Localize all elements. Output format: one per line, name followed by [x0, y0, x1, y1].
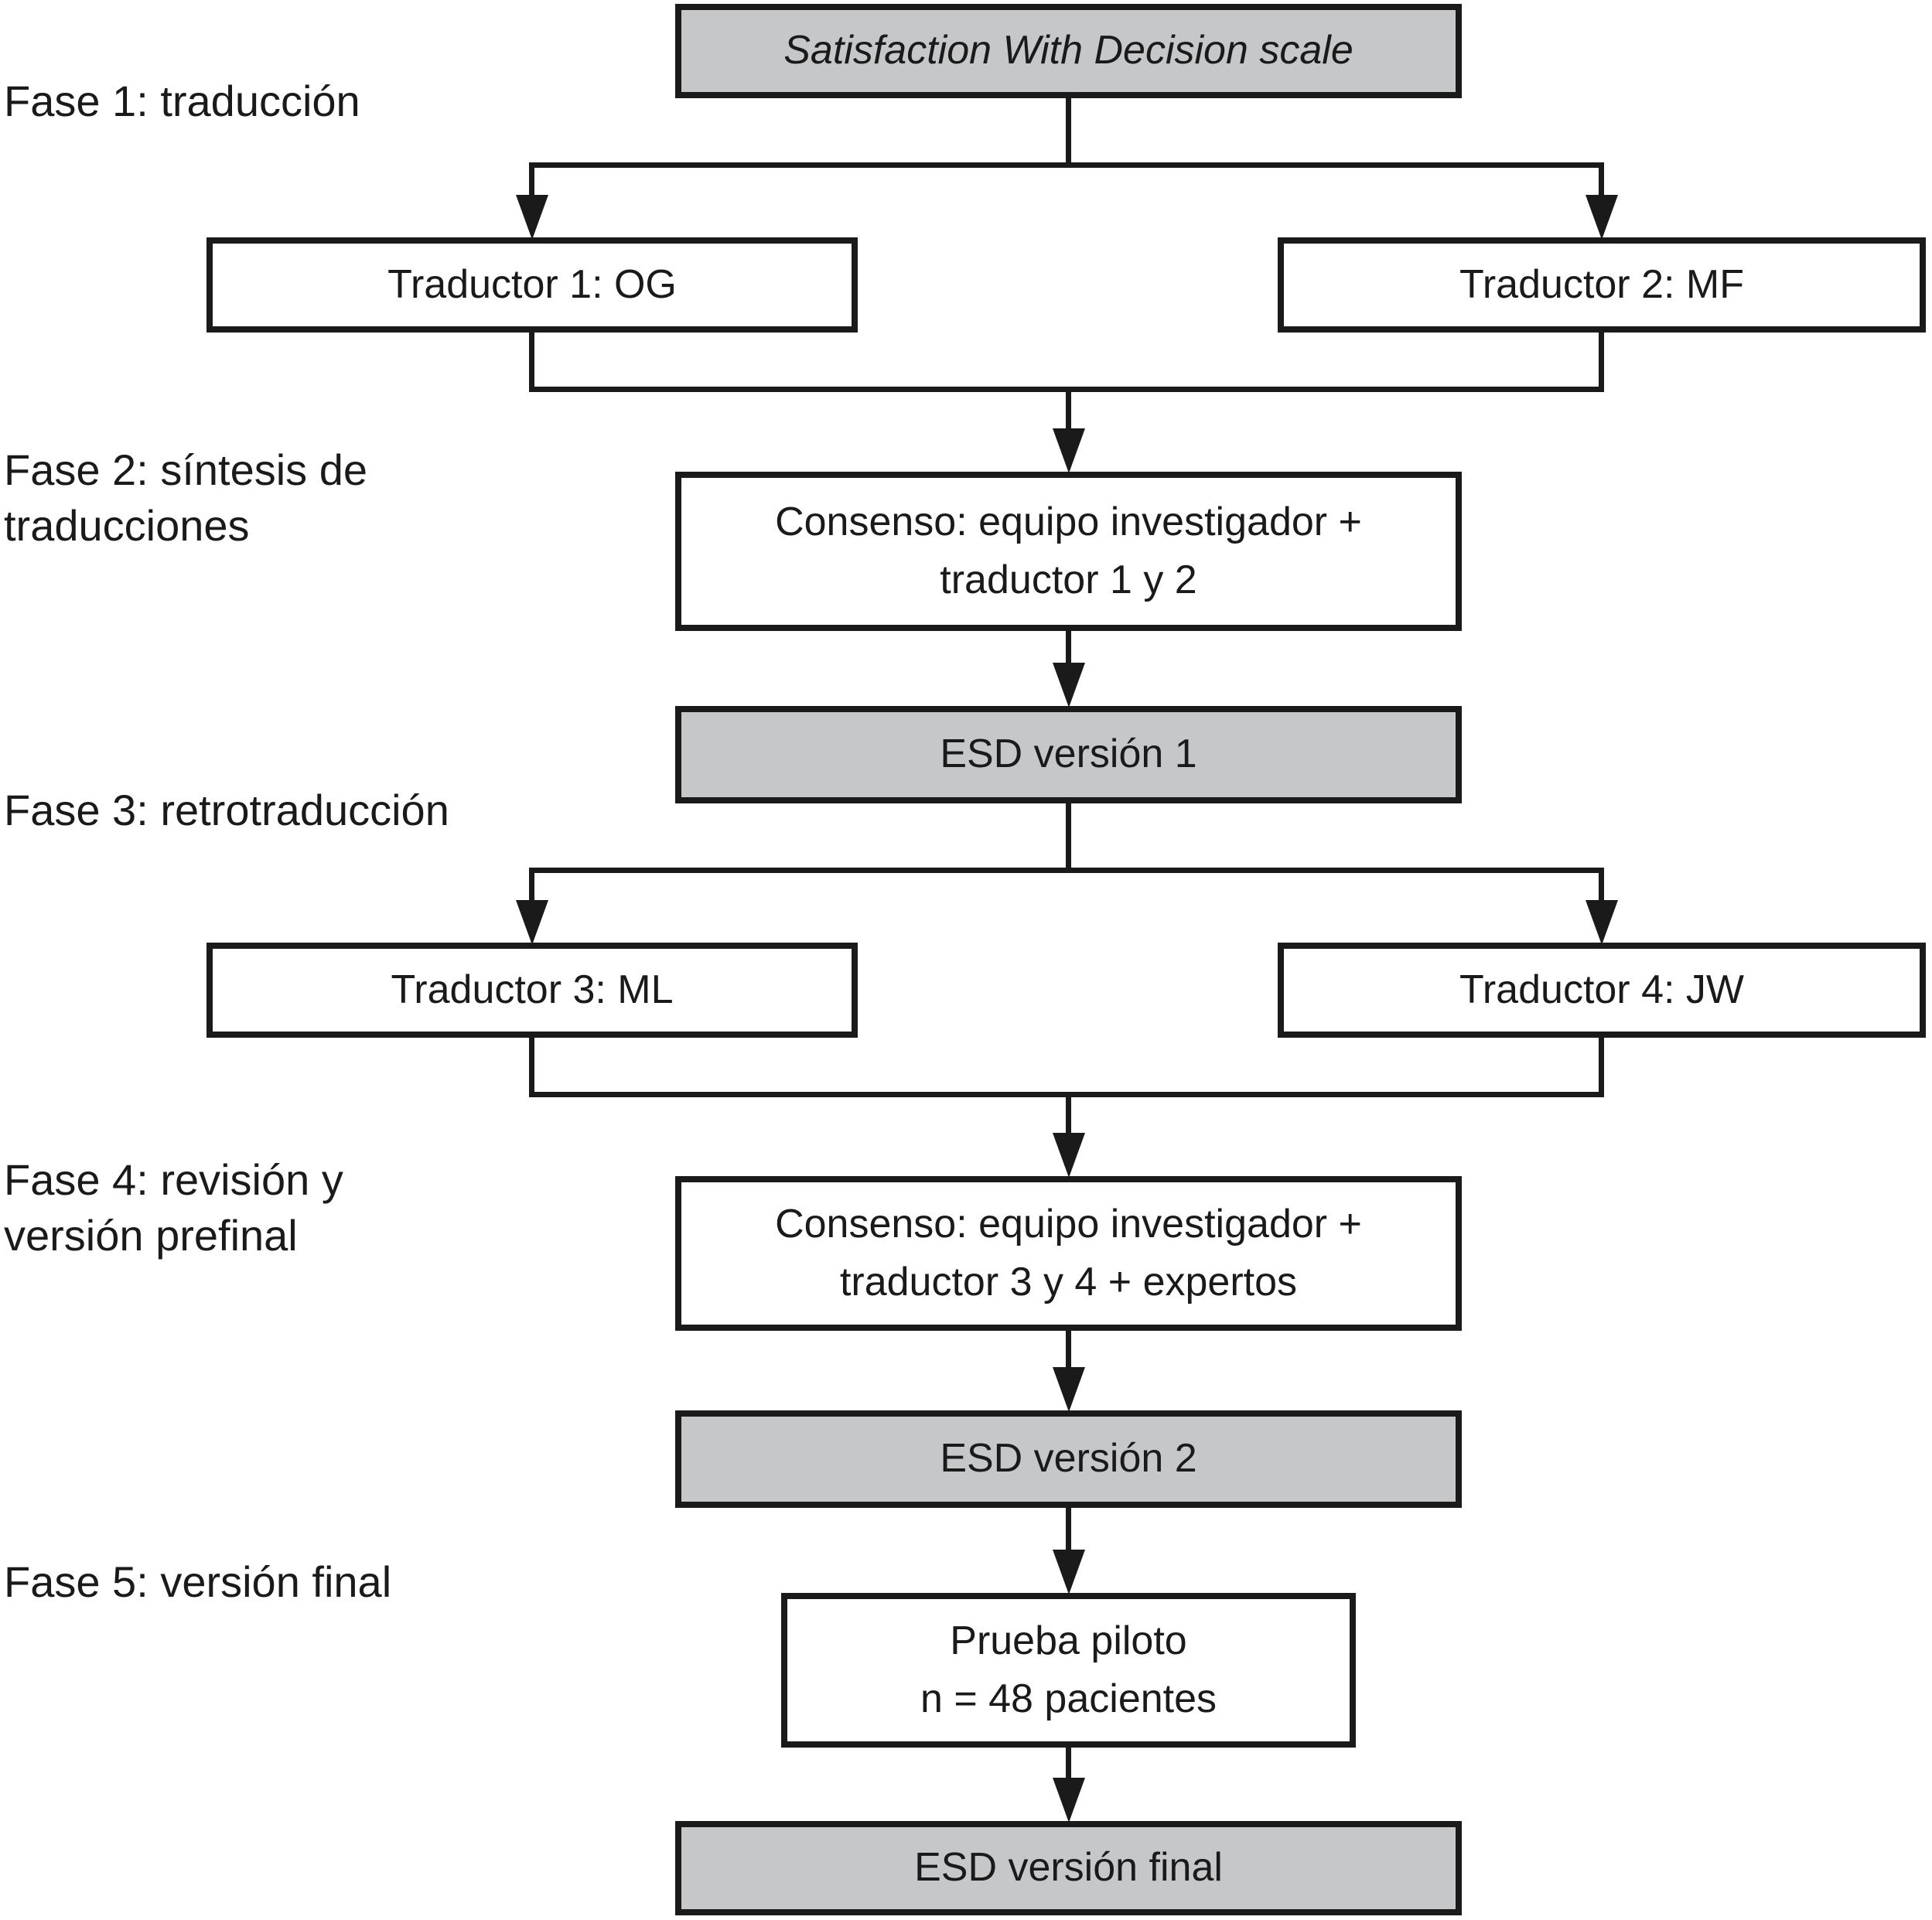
connector-prueba-down [1066, 1748, 1071, 1782]
node-esd-version-1: ESD versión 1 [675, 706, 1462, 803]
arrowhead-to-esd-version-1 [1053, 663, 1085, 708]
node-satisfaction-with-decision-scale: Satisfaction With Decision scale [675, 4, 1462, 98]
node-prueba-piloto: Prueba piloto n = 48 pacientes [781, 1593, 1356, 1748]
phase-label-2: Fase 2: síntesis de traducciones [4, 445, 368, 550]
connector-consenso-1-down [1066, 631, 1071, 666]
node-traductor-1: Traductor 1: OG [207, 237, 858, 333]
node-esd-version-final: ESD versión final [675, 1821, 1462, 1915]
node-esd-version-2: ESD versión 2 [675, 1410, 1462, 1508]
connector-traductor-3-down [529, 1038, 534, 1097]
connector-split-1 [529, 162, 1604, 168]
connector-merge-2-down [1066, 1092, 1071, 1135]
arrowhead-to-consenso-2 [1053, 1133, 1085, 1178]
arrowhead-to-esd-version-2 [1053, 1367, 1085, 1412]
connector-top-down [1066, 98, 1071, 168]
node-traductor-3: Traductor 3: ML [207, 943, 858, 1038]
connector-split-2-left-drop [529, 868, 534, 905]
connector-split-1-right-drop [1599, 162, 1604, 200]
connector-merge-1-down [1066, 387, 1071, 431]
arrowhead-to-prueba-piloto [1053, 1550, 1085, 1594]
arrowhead-to-esd-version-final [1053, 1778, 1085, 1823]
phase-label-5: Fase 5: versión final [4, 1557, 392, 1606]
node-consenso-1: Consenso: equipo investigador + traducto… [675, 472, 1462, 631]
connector-esd-1-down [1066, 803, 1071, 873]
arrowhead-to-traductor-1 [516, 195, 548, 240]
connector-split-2 [529, 868, 1604, 873]
phase-label-4: Fase 4: revisión y versión prefinal [4, 1155, 343, 1260]
connector-split-2-right-drop [1599, 868, 1604, 905]
arrowhead-to-traductor-2 [1586, 195, 1618, 240]
connector-esd-2-down [1066, 1508, 1071, 1553]
connector-traductor-4-down [1599, 1038, 1604, 1097]
node-traductor-2: Traductor 2: MF [1278, 237, 1926, 333]
connector-consenso-2-down [1066, 1331, 1071, 1369]
arrowhead-to-consenso-1 [1053, 428, 1085, 473]
connector-split-1-left-drop [529, 162, 534, 200]
connector-traductor-2-down [1599, 333, 1604, 392]
arrowhead-to-traductor-3 [516, 900, 548, 945]
arrowhead-to-traductor-4 [1586, 900, 1618, 945]
node-consenso-2: Consenso: equipo investigador + traducto… [675, 1176, 1462, 1331]
phase-label-3: Fase 3: retrotraducción [4, 786, 449, 834]
connector-traductor-1-down [529, 333, 534, 392]
node-traductor-4: Traductor 4: JW [1278, 943, 1926, 1038]
phase-label-1: Fase 1: traducción [4, 77, 360, 125]
